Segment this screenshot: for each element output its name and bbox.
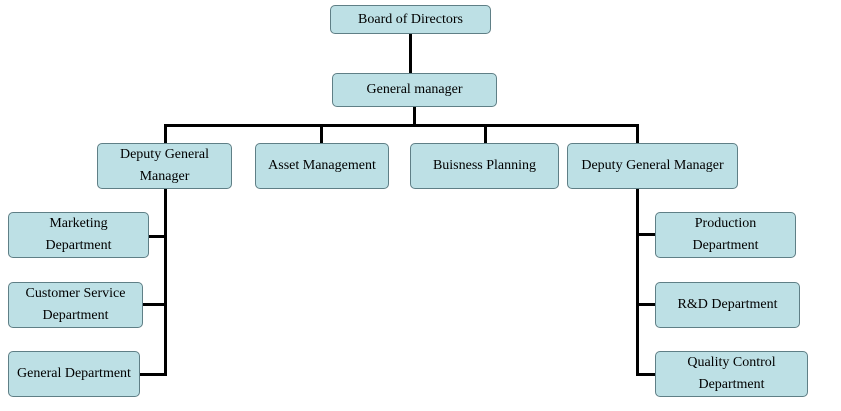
node-board-of-directors: Board of Directors (330, 5, 491, 34)
connector-right-dept-3 (636, 373, 656, 376)
node-marketing-department: Marketing Department (8, 212, 149, 258)
node-asset-management: Asset Management (255, 143, 389, 189)
connector-left-dept-2 (142, 303, 167, 306)
node-quality-control-department: Quality Control Department (655, 351, 808, 397)
node-deputy-general-manager-left: Deputy General Manager (97, 143, 232, 189)
node-deputy-general-manager-right: Deputy General Manager (567, 143, 738, 189)
connector-left-dept-3 (140, 373, 167, 376)
connector-root-to-gm (409, 33, 412, 75)
connector-right-trunk (636, 188, 639, 376)
node-business-planning: Buisness Planning (410, 143, 559, 189)
connector-left-trunk (164, 188, 167, 376)
connector-gm-down (413, 107, 416, 125)
connector-to-business-planning (484, 124, 487, 144)
connector-to-asset-management (320, 124, 323, 144)
connector-right-dept-1 (636, 233, 656, 236)
connector-left-dept-1 (149, 235, 167, 238)
node-customer-service-department: Customer Service Department (8, 282, 143, 328)
node-general-department: General Department (8, 351, 140, 397)
connector-right-dept-2 (636, 303, 656, 306)
connector-level2-bus (164, 124, 639, 127)
node-rd-department: R&D Department (655, 282, 800, 328)
node-general-manager: General manager (332, 73, 497, 107)
connector-to-deputy-right (636, 124, 639, 144)
connector-to-deputy-left (164, 124, 167, 144)
node-production-department: Production Department (655, 212, 796, 258)
